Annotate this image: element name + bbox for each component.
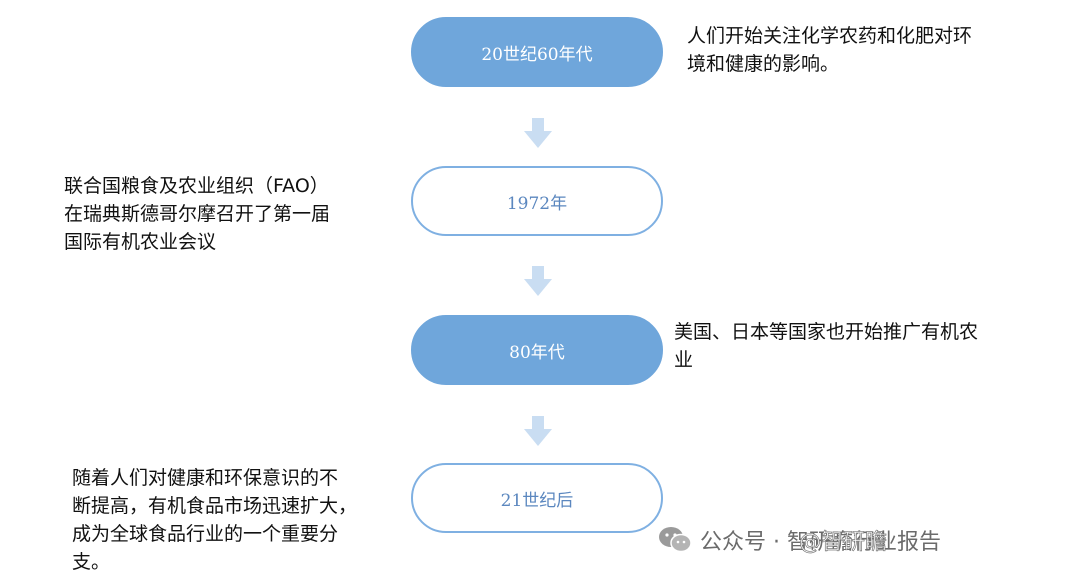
- description-line: 断提高，有机食品市场迅速扩大，: [72, 495, 358, 517]
- timeline-node-1972: 1972年: [411, 166, 663, 236]
- down-arrow-icon: [524, 118, 552, 148]
- description-line: 支。: [72, 551, 111, 573]
- description-21st-century: 随着人们对健康和环保意识的不 断提高，有机食品市场迅速扩大， 成为全球食品行业的…: [72, 464, 357, 576]
- down-arrow-icon: [524, 416, 552, 446]
- description-line: 人们开始关注化学农药和化肥对环: [687, 25, 973, 47]
- watermark-handle: @智研瞻: [798, 530, 888, 556]
- description-1980s: 美国、日本等国家也开始推广有机农 业: [674, 318, 978, 374]
- description-line: 随着人们对健康和环保意识的不: [72, 467, 339, 489]
- description-line: 成为全球食品行业的一个重要分: [72, 523, 339, 545]
- description-line: 在瑞典斯德哥尔摩召开了第一届: [64, 203, 331, 225]
- node-label: 20世纪60年代: [481, 44, 593, 65]
- description-line: 国际有机农业会议: [64, 231, 217, 253]
- node-label: 80年代: [509, 342, 565, 363]
- watermark-text: 公众号 · 智研瞻行业报告: [700, 530, 941, 555]
- description-1960s: 人们开始关注化学农药和化肥对环 境和健康的影响。: [687, 22, 972, 78]
- description-line: 美国、日本等国家也开始推广有机农: [674, 321, 979, 343]
- wechat-icon: [659, 527, 692, 553]
- timeline-node-1960s: 20世纪60年代: [411, 17, 663, 87]
- description-1972: 联合国粮食及农业组织（FAO） 在瑞典斯德哥尔摩召开了第一届 国际有机农业会议: [64, 172, 330, 256]
- timeline-node-21st-century: 21世纪后: [411, 463, 663, 533]
- watermark: 公众号 · 智研瞻行业报告 @智研瞻: [658, 522, 941, 558]
- description-line: 联合国粮食及农业组织（FAO）: [64, 175, 329, 197]
- timeline-node-1980s: 80年代: [411, 315, 663, 385]
- description-line: 境和健康的影响。: [687, 53, 840, 75]
- node-label: 21世纪后: [500, 490, 574, 511]
- node-label: 1972年: [506, 193, 568, 214]
- description-line: 业: [674, 349, 694, 371]
- down-arrow-icon: [524, 266, 552, 296]
